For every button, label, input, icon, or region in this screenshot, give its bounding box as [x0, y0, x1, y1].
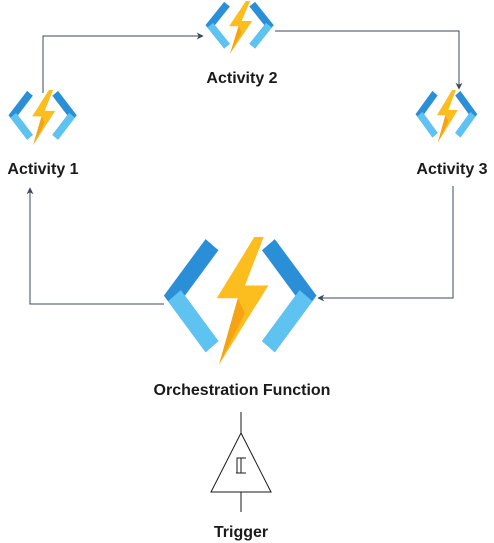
activity-1-label: Activity 1 [7, 161, 78, 178]
azure-function-icon [210, 1, 269, 53]
azure-function-icon [13, 90, 72, 145]
activity-3-node[interactable]: Activity 3 [416, 90, 488, 178]
azure-function-icon [420, 90, 473, 143]
activity-2-label: Activity 2 [206, 70, 277, 87]
activity-3-label: Activity 3 [416, 161, 487, 178]
edge-orchestrator-to-activity1 [26, 187, 164, 305]
activity-2-node[interactable]: Activity 2 [206, 1, 278, 87]
edge-activity3-to-orchestrator [317, 186, 454, 302]
edge-activity1-to-activity2 [42, 32, 204, 93]
orchestration-function-label: Orchestration Function [154, 382, 331, 399]
edge-activity2-to-activity3 [275, 30, 463, 90]
orchestration-function-node[interactable]: Orchestration Function [154, 237, 331, 399]
azure-function-icon [174, 237, 306, 365]
trigger-label: Trigger [214, 524, 268, 541]
hysteresis-symbol-icon [236, 457, 246, 474]
activity-1-node[interactable]: Activity 1 [7, 90, 79, 178]
trigger-node[interactable]: Trigger [210, 412, 272, 541]
